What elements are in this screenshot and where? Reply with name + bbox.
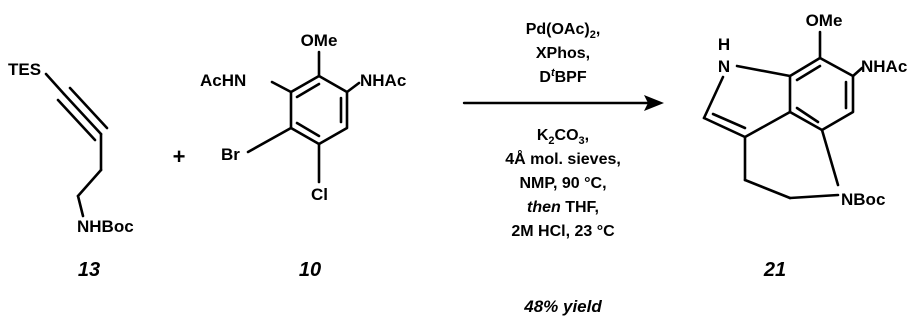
bond-n-c2 xyxy=(702,75,725,120)
bond-c2-c3-double xyxy=(711,112,747,130)
alkyne-bond-center xyxy=(62,92,103,136)
benzene-ring xyxy=(289,74,349,146)
h-label: H xyxy=(718,35,730,54)
br-label: Br xyxy=(221,145,240,164)
bond-c3-c3a xyxy=(743,110,792,139)
yield-label: 48% yield xyxy=(523,297,602,316)
condition-catalyst: Pd(OAc)2, xyxy=(526,21,601,41)
bond-to-br xyxy=(246,126,293,154)
plus-sign: + xyxy=(173,144,186,169)
base-co: CO xyxy=(555,127,579,144)
then-word: then xyxy=(527,199,561,216)
bond-to-nhac xyxy=(345,81,361,94)
bond-chain-3 xyxy=(76,194,85,218)
condition-then: then THF, xyxy=(527,199,599,216)
base-comma: , xyxy=(585,127,589,144)
condition-solvent: NMP, 90 °C, xyxy=(519,175,606,192)
bond-ring-ch2-2 xyxy=(743,178,792,200)
nhac-label: NHAc xyxy=(861,57,907,76)
compound-13: TES NHBoc 13 xyxy=(8,60,134,281)
base-k: K xyxy=(537,127,549,144)
catalyst-subscript: 2 xyxy=(590,29,596,41)
double-bond-inner-3 xyxy=(295,121,321,138)
n-label: N xyxy=(718,57,730,76)
additive-superscript: t xyxy=(551,67,556,79)
base-sub1: 2 xyxy=(548,135,554,147)
nhac-label: NHAc xyxy=(360,71,406,90)
bond-ring-ch2-n xyxy=(788,193,840,200)
compound-number-10: 10 xyxy=(299,259,321,281)
bond-to-nhac xyxy=(851,66,864,78)
compound-21: H N OMe NHAc NBoc 21 xyxy=(702,11,907,281)
double-bond-inner-1 xyxy=(295,82,321,99)
additive-prefix: D xyxy=(539,69,551,86)
bond-to-achn xyxy=(270,80,293,94)
alkyne-bond-right xyxy=(68,86,109,130)
reaction-arrow-head xyxy=(644,95,664,111)
achn-label: AcHN xyxy=(200,71,246,90)
alkyne-bond-left xyxy=(56,98,97,142)
additive-suffix: BPF xyxy=(555,69,587,86)
bond-c7a-n xyxy=(735,64,792,78)
cl-label: Cl xyxy=(311,185,328,204)
compound-number-13: 13 xyxy=(78,259,100,281)
benzene-ring xyxy=(788,56,855,132)
double-bond-inner-1 xyxy=(795,64,822,82)
ome-label: OMe xyxy=(301,31,338,50)
bond-tes-alkyne xyxy=(44,72,66,96)
condition-additive: DtBPF xyxy=(539,67,586,86)
double-bond-inner-3 xyxy=(795,106,820,124)
condition-base: K2CO3, xyxy=(537,127,589,147)
tes-label: TES xyxy=(8,60,41,79)
condition-sieves: 4Å mol. sieves, xyxy=(505,149,621,168)
compound-10: OMe AcHN NHAc Br Cl 10 xyxy=(200,31,406,281)
base-sub2: 3 xyxy=(579,135,585,147)
condition-ligand: XPhos, xyxy=(536,45,590,62)
compound-number-21: 21 xyxy=(763,259,786,281)
condition-acid: 2M HCl, 23 °C xyxy=(511,223,615,240)
bond-c2-c3 xyxy=(702,116,747,139)
bond-chain-2 xyxy=(76,168,103,198)
ome-label: OMe xyxy=(806,11,843,30)
then-rest: THF, xyxy=(561,199,599,216)
catalyst-text: Pd(OAc) xyxy=(526,21,590,38)
nhboc-label: NHBoc xyxy=(77,217,134,236)
bond-aryl-n xyxy=(820,128,840,187)
nboc-label: NBoc xyxy=(841,190,885,209)
reaction-conditions: Pd(OAc)2, XPhos, DtBPF K2CO3, 4Å mol. si… xyxy=(462,21,664,316)
catalyst-comma: , xyxy=(596,21,600,38)
